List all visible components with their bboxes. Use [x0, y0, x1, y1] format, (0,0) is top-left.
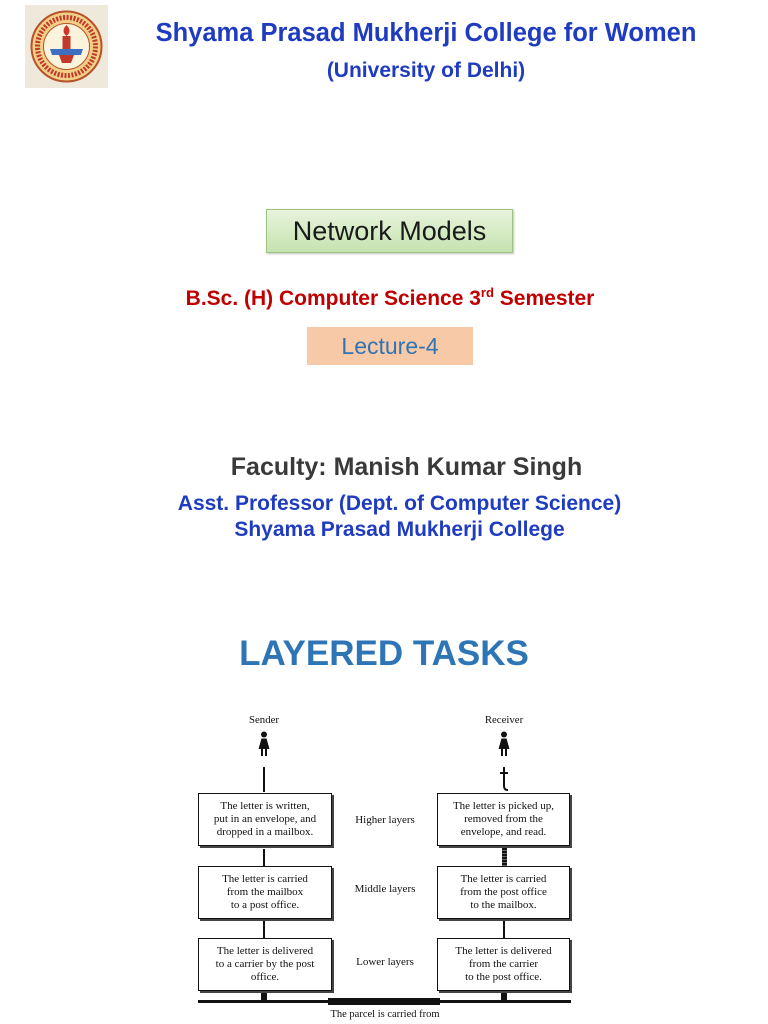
sender-connector-line	[263, 767, 265, 792]
box-text-line: dropped in a mailbox.	[216, 826, 314, 838]
lecture-number: Lecture-4	[341, 332, 439, 359]
receiver-higher-layer-box: The letter is picked up, removed from th…	[437, 793, 570, 846]
course-ordinal-suffix: rd	[480, 285, 494, 300]
university-name: (University of Delhi)	[326, 59, 526, 82]
receiver-connector-block	[501, 993, 507, 1000]
receiver-label: Receiver	[484, 714, 524, 726]
box-text-line: office.	[250, 971, 280, 983]
course-term: Semester	[499, 287, 595, 310]
box-text-line: to a carrier by the post	[215, 958, 315, 970]
faculty-name: Faculty: Manish Kumar Singh	[230, 453, 583, 481]
higher-layers-label: Higher layers	[355, 814, 415, 826]
diagram-caption: The parcel is carried from	[330, 1009, 440, 1020]
box-text-line: from the carrier	[468, 958, 538, 970]
topic-title: Network Models	[292, 215, 487, 246]
sender-connector-block	[261, 993, 267, 1000]
sender-middle-layer-box: The letter is carried from the mailbox t…	[198, 866, 332, 919]
receiver-connector-icon	[500, 767, 509, 791]
box-text-line: put in an envelope, and	[213, 813, 317, 825]
topic-box: Network Models	[266, 209, 513, 253]
sender-lower-layer-box: The letter is delivered to a carrier by …	[198, 938, 332, 991]
sender-connector-line	[263, 921, 265, 938]
sender-connector-line	[263, 849, 265, 866]
box-text-line: from the post office	[460, 886, 547, 898]
box-text-line: The letter is picked up,	[452, 800, 555, 812]
box-text-line: The letter is delivered	[455, 945, 552, 957]
box-text-line: The letter is written,	[220, 800, 310, 812]
course-line: B.Sc. (H) Computer Science 3rd Semester	[12, 285, 768, 310]
college-name: Shyama Prasad Mukherji College for Women	[155, 19, 697, 47]
section-title: LAYERED TASKS	[239, 634, 529, 673]
box-text-line: envelope, and read.	[460, 826, 547, 838]
receiver-connector-line	[503, 921, 505, 938]
box-text-line: removed from the	[464, 813, 543, 825]
transport-line-parcel-segment	[328, 998, 440, 1005]
receiver-connector-line	[502, 848, 507, 866]
sender-woman-figure-icon	[258, 731, 270, 756]
layered-tasks-diagram: Sender Receiver The letter is written, p…	[190, 708, 580, 1024]
lecture-box: Lecture-4	[307, 327, 473, 365]
sender-higher-layer-box: The letter is written, put in an envelop…	[198, 793, 332, 846]
box-text-line: from the mailbox	[226, 886, 304, 898]
box-text-line: to a post office.	[230, 899, 300, 911]
box-text-line: The letter is carried	[222, 873, 308, 885]
college-logo	[25, 5, 108, 88]
sender-label: Sender	[249, 714, 279, 726]
faculty-institution: Shyama Prasad Mukherji College	[234, 518, 565, 541]
box-text-line: The letter is delivered	[216, 945, 314, 957]
faculty-designation: Asst. Professor (Dept. of Computer Scien…	[177, 492, 622, 515]
course-name: B.Sc. (H) Computer Science 3	[185, 287, 481, 310]
box-text-line: to the post office.	[465, 971, 542, 983]
lower-layers-label: Lower layers	[356, 956, 414, 968]
box-text-line: to the mailbox.	[470, 899, 537, 911]
box-text-line: The letter is carried	[460, 873, 547, 885]
middle-layers-label: Middle layers	[354, 883, 416, 895]
receiver-middle-layer-box: The letter is carried from the post offi…	[437, 866, 570, 919]
receiver-lower-layer-box: The letter is delivered from the carrier…	[437, 938, 570, 991]
receiver-woman-figure-icon	[498, 731, 510, 756]
